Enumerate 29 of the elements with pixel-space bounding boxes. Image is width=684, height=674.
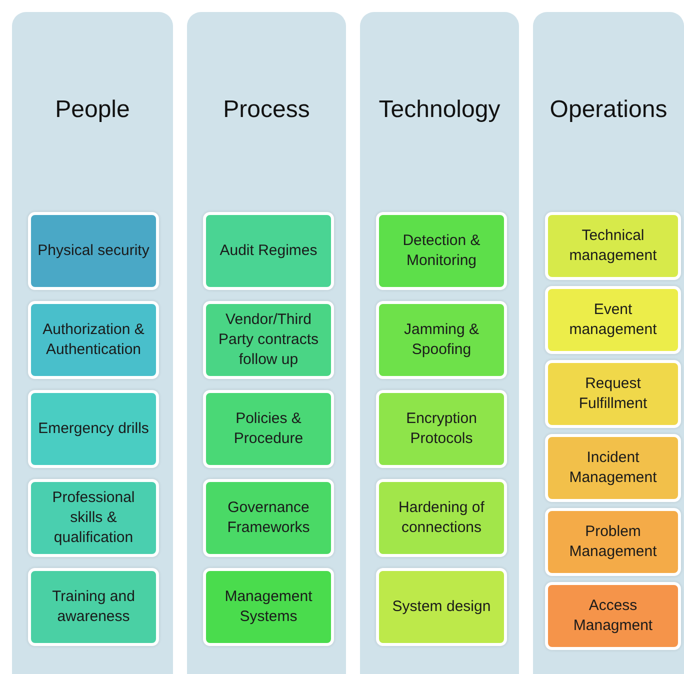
column-panel: [533, 12, 684, 674]
column-heading: Technology: [378, 96, 502, 124]
column-heading: People: [54, 96, 131, 124]
item-box: Jamming & Spoofing: [376, 301, 507, 379]
item-box: Physical security: [28, 212, 159, 290]
item-box: Policies & Procedure: [203, 390, 334, 468]
column-panel: [360, 12, 519, 674]
column-panel: [187, 12, 346, 674]
item-box: Audit Regimes: [203, 212, 334, 290]
column-heading: Operations: [548, 96, 668, 124]
item-box: Hardening of connections: [376, 479, 507, 557]
item-box: Access Managment: [545, 582, 681, 650]
item-box: Emergency drills: [28, 390, 159, 468]
item-box: Event management: [545, 286, 681, 354]
item-box: Professional skills & qualification: [28, 479, 159, 557]
item-box: Authorization & Authentication: [28, 301, 159, 379]
item-box: Technical management: [545, 212, 681, 280]
item-box: Problem Management: [545, 508, 681, 576]
item-box: Management Systems: [203, 568, 334, 646]
item-box: Training and awareness: [28, 568, 159, 646]
item-box: Detection & Monitoring: [376, 212, 507, 290]
column-heading: Process: [222, 96, 311, 124]
column-panel: [12, 12, 173, 674]
item-box: Vendor/Third Party contracts follow up: [203, 301, 334, 379]
item-box: Request Fulfillment: [545, 360, 681, 428]
item-box: System design: [376, 568, 507, 646]
item-box: Incident Management: [545, 434, 681, 502]
item-box: Governance Frameworks: [203, 479, 334, 557]
item-box: Encryption Protocols: [376, 390, 507, 468]
